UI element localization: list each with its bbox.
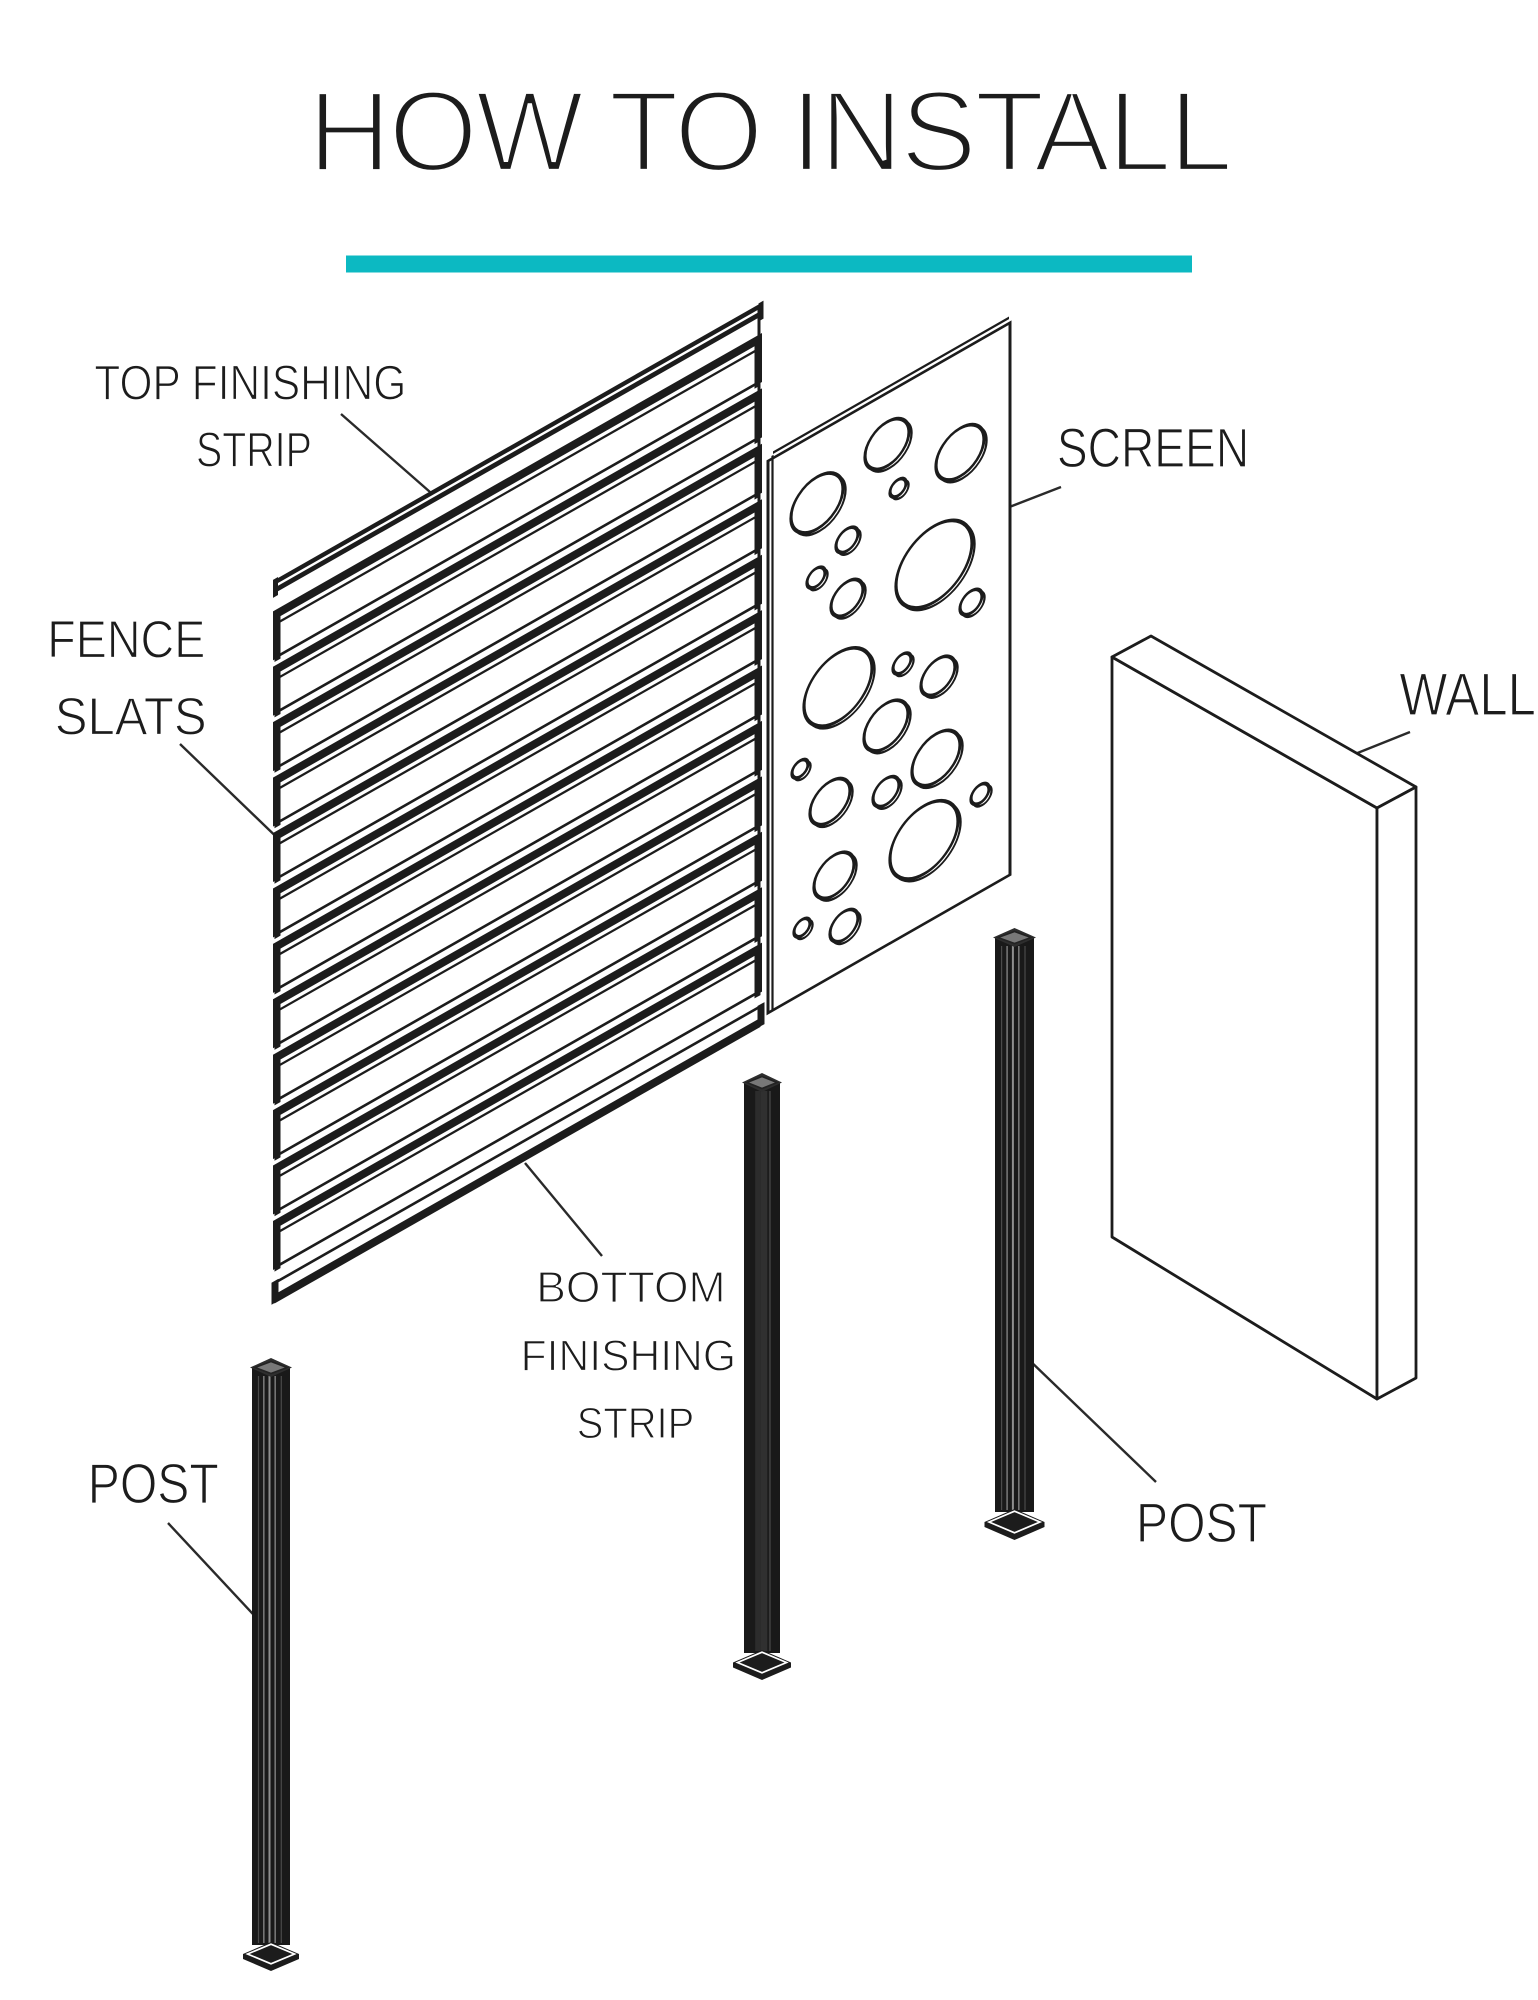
svg-text:TOP FINISHING: TOP FINISHING [94, 356, 406, 410]
svg-text:HOW TO INSTALL: HOW TO INSTALL [308, 68, 1233, 196]
svg-text:STRIP: STRIP [577, 1399, 695, 1448]
svg-text:POST: POST [88, 1452, 219, 1516]
svg-text:BOTTOM: BOTTOM [536, 1263, 725, 1312]
svg-text:SLATS: SLATS [55, 687, 207, 746]
svg-text:FENCE: FENCE [47, 610, 205, 669]
svg-text:FINISHING: FINISHING [521, 1331, 736, 1380]
svg-text:STRIP: STRIP [196, 424, 312, 478]
svg-text:SCREEN: SCREEN [1057, 416, 1249, 479]
svg-text:WALL: WALL [1399, 661, 1536, 728]
svg-text:POST: POST [1136, 1491, 1267, 1554]
